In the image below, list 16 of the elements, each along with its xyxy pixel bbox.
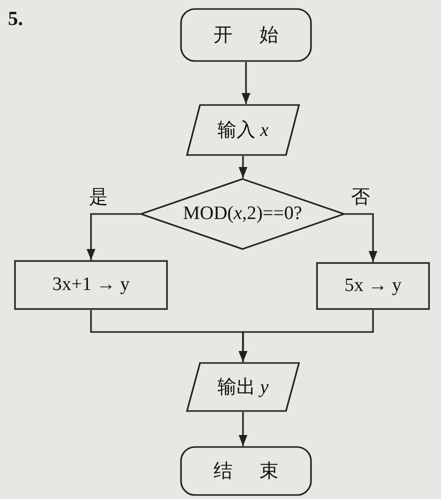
arrow [242,62,250,104]
edge-label: 否 [351,188,370,207]
process-box: 3x+1 → y [14,260,168,310]
process-box: 5x → y [316,262,430,310]
arrow [238,156,248,178]
arrow [238,412,248,446]
arrow [345,213,378,262]
end-terminal: 结束 [180,446,312,496]
decision-diamond: MOD(x,2)==0? [140,178,345,250]
arrow [86,213,140,260]
output-parallelogram: 输出 y [186,362,300,412]
start-terminal: 开始 [180,8,312,62]
input-parallelogram: 输入 x [186,104,300,156]
arrow [238,310,374,362]
edge-label: 是 [89,188,108,207]
problem-number: 5. [8,8,23,31]
